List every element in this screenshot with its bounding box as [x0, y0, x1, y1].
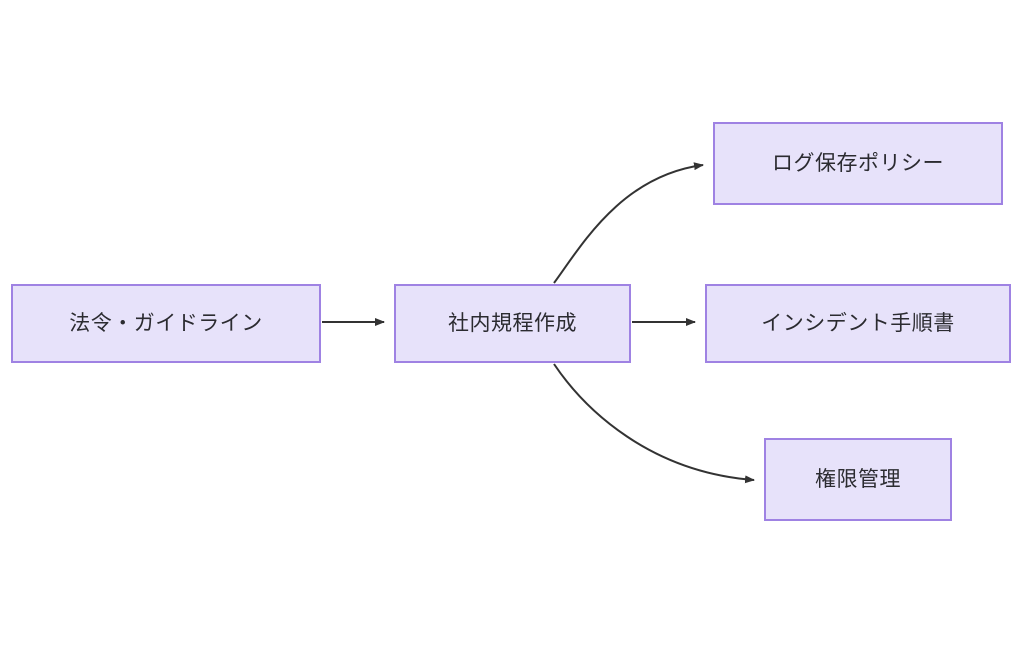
node-incident-procedure-label: インシデント手順書	[761, 311, 955, 335]
node-internal-rules-label: 社内規程作成	[448, 311, 577, 335]
node-internal-rules[interactable]: 社内規程作成	[394, 284, 631, 363]
node-incident-procedure[interactable]: インシデント手順書	[705, 284, 1011, 363]
node-laws[interactable]: 法令・ガイドライン	[11, 284, 321, 363]
node-log-retention-policy[interactable]: ログ保存ポリシー	[713, 122, 1003, 205]
node-access-control-label: 権限管理	[815, 467, 901, 491]
node-laws-label: 法令・ガイドライン	[69, 311, 263, 335]
edge-internal-rules-to-log-retention-policy	[553, 162, 704, 284]
edge-internal-rules-to-access-control	[553, 363, 755, 484]
node-access-control[interactable]: 権限管理	[764, 438, 952, 521]
node-log-retention-policy-label: ログ保存ポリシー	[772, 151, 944, 175]
